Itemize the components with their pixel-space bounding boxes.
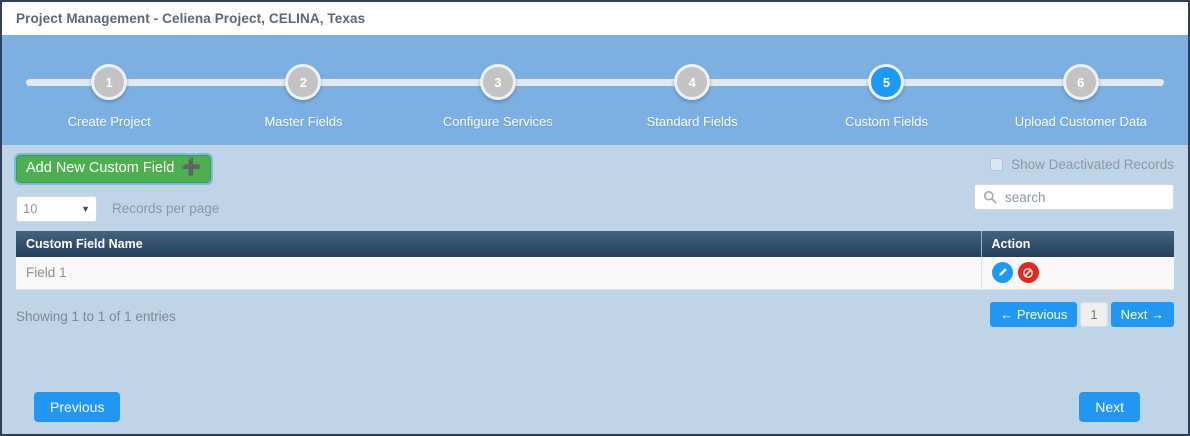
table-toolbar: Add New Custom Field ➕ 10 ▼ Records per … bbox=[2, 145, 1188, 227]
step-label-1: Create Project bbox=[67, 114, 151, 129]
toolbar-right-group: Show Deactivated Records bbox=[854, 157, 1174, 210]
step-label-4: Standard Fields bbox=[646, 114, 738, 129]
step-circle-1: 1 bbox=[91, 64, 128, 100]
title-bar: Project Management - Celiena Project, CE… bbox=[2, 2, 1188, 35]
step-label-3: Configure Services bbox=[442, 114, 553, 129]
table-row: Field 1 bbox=[16, 257, 1174, 290]
step-label-6: Upload Customer Data bbox=[1014, 114, 1147, 129]
records-per-page-group: 10 ▼ Records per page bbox=[16, 195, 1174, 222]
step-circle-2: 2 bbox=[285, 64, 322, 100]
cell-action bbox=[981, 257, 1174, 290]
step-label-5: Custom Fields bbox=[844, 114, 929, 129]
wizard-next-button[interactable]: Next bbox=[1079, 392, 1140, 422]
show-deactivated-records-label: Show Deactivated Records bbox=[1011, 157, 1174, 172]
entries-info: Showing 1 to 1 of 1 entries bbox=[16, 309, 176, 324]
step-circle-6: 6 bbox=[1062, 64, 1099, 100]
custom-fields-table-container: Custom Field Name Action Field 1 bbox=[16, 231, 1174, 290]
pagination-page-1-button[interactable]: 1 bbox=[1080, 301, 1108, 327]
table-footer: Showing 1 to 1 of 1 entries ← Previous 1… bbox=[16, 301, 1174, 332]
stepper-step-configure-services[interactable]: 3 Configure Services bbox=[401, 35, 595, 129]
page-title: Project Management - Celiena Project, CE… bbox=[16, 11, 366, 26]
chevron-down-icon: ▼ bbox=[81, 203, 90, 214]
stepper-step-master-fields[interactable]: 2 Master Fields bbox=[206, 35, 400, 129]
ban-icon bbox=[1023, 267, 1033, 278]
wizard-navigation: Previous Next bbox=[16, 392, 1174, 422]
records-per-page-select[interactable]: 10 ▼ bbox=[16, 195, 97, 222]
stepper-connector-line bbox=[26, 79, 1164, 86]
column-header-custom-field-name[interactable]: Custom Field Name bbox=[16, 231, 982, 257]
step-label-2: Master Fields bbox=[264, 114, 343, 129]
stepper-step-create-project[interactable]: 1 Create Project bbox=[12, 35, 206, 129]
stepper-step-custom-fields[interactable]: 5 Custom Fields bbox=[789, 35, 983, 129]
step-circle-4: 4 bbox=[674, 64, 711, 100]
records-per-page-label: Records per page bbox=[112, 201, 220, 217]
wizard-stepper: 1 Create Project 2 Master Fields 3 Confi… bbox=[2, 35, 1188, 145]
stepper-step-standard-fields[interactable]: 4 Standard Fields bbox=[595, 35, 789, 129]
search-input[interactable] bbox=[1005, 189, 1165, 205]
wizard-previous-button[interactable]: Previous bbox=[34, 392, 121, 422]
step-circle-3: 3 bbox=[479, 64, 516, 100]
search-box[interactable] bbox=[974, 184, 1174, 210]
show-deactivated-records-checkbox[interactable] bbox=[990, 158, 1004, 171]
pagination-next-button[interactable]: Next → bbox=[1110, 301, 1174, 327]
deactivate-row-button[interactable] bbox=[1017, 262, 1039, 284]
stepper-step-upload-customer-data[interactable]: 6 Upload Customer Data bbox=[984, 35, 1178, 129]
step-circle-5: 5 bbox=[868, 64, 905, 100]
pagination-previous-button[interactable]: ← Previous bbox=[990, 301, 1078, 327]
column-header-action: Action bbox=[981, 231, 1174, 257]
records-per-page-value: 10 bbox=[23, 201, 38, 217]
plus-icon: ➕ bbox=[181, 159, 202, 177]
cell-custom-field-name: Field 1 bbox=[16, 257, 982, 290]
table-body: Field 1 bbox=[16, 257, 1174, 290]
search-icon bbox=[984, 191, 997, 204]
table-head: Custom Field Name Action bbox=[16, 231, 1174, 257]
table-header-row: Custom Field Name Action bbox=[16, 231, 1174, 257]
pagination: ← Previous 1 Next → bbox=[990, 301, 1174, 327]
row-action-buttons bbox=[991, 262, 1165, 284]
add-new-custom-field-button[interactable]: Add New Custom Field ➕ bbox=[13, 153, 214, 185]
show-deactivated-records-group[interactable]: Show Deactivated Records bbox=[990, 157, 1174, 172]
custom-fields-table: Custom Field Name Action Field 1 bbox=[16, 231, 1174, 290]
pencil-icon bbox=[998, 268, 1007, 276]
edit-row-button[interactable] bbox=[991, 262, 1013, 284]
add-new-custom-field-label: Add New Custom Field bbox=[26, 160, 175, 176]
